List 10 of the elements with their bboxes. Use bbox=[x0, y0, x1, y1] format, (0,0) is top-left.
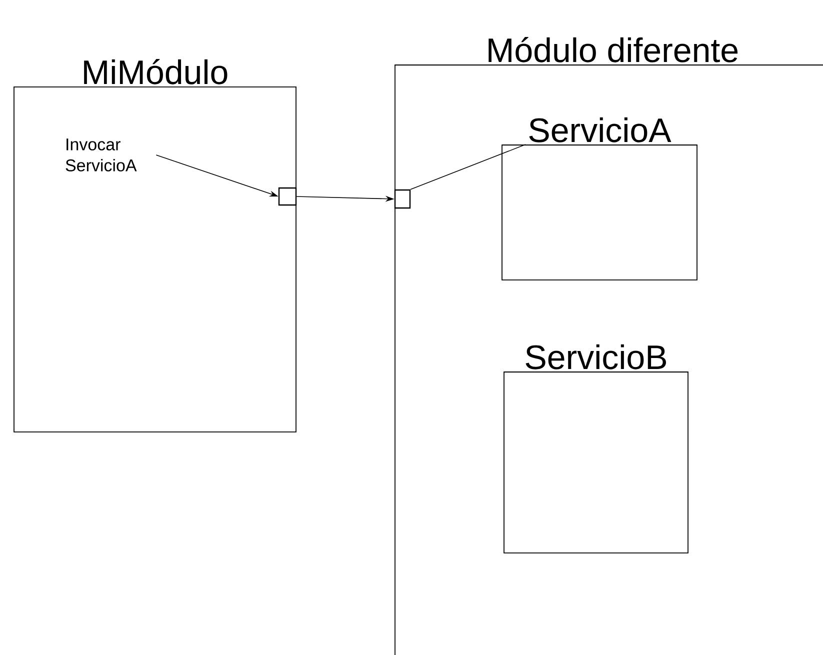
node-label: ServicioB bbox=[526, 344, 666, 370]
connector-line bbox=[410, 144, 526, 190]
service-box: ServicioA bbox=[502, 117, 698, 280]
node-label: Módulo diferente bbox=[488, 36, 738, 62]
port-square bbox=[278, 187, 297, 206]
node-label: ServicioA bbox=[529, 117, 672, 142]
node-label: MiMódulo bbox=[84, 58, 228, 84]
note-text: Invocar ServicioA bbox=[66, 138, 137, 172]
service-box: ServicioB bbox=[504, 344, 688, 554]
port-square bbox=[394, 189, 411, 209]
